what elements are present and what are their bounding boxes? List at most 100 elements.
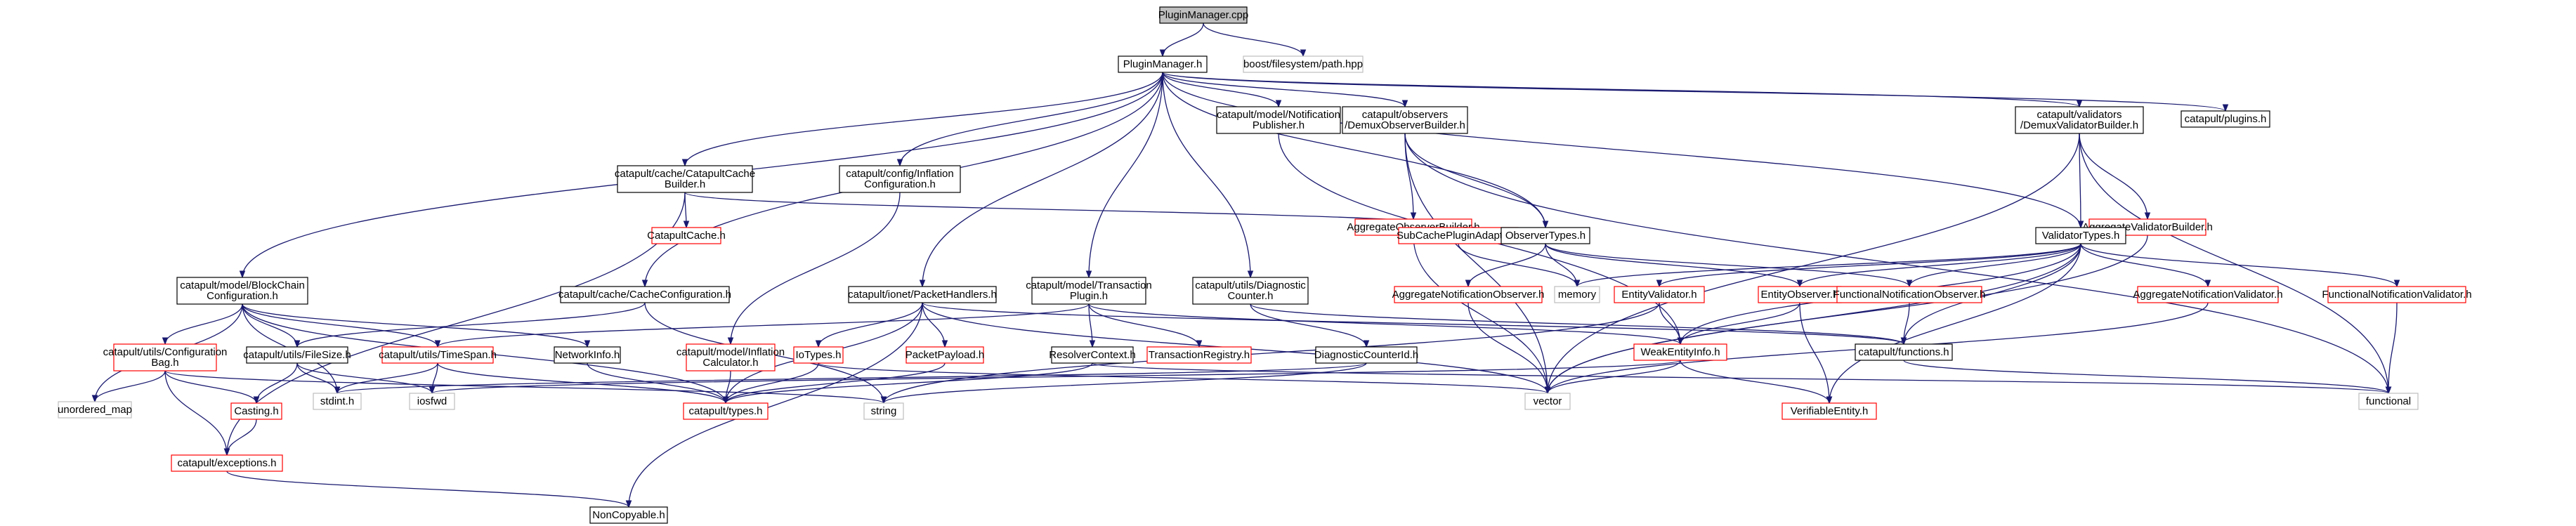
edge-wei-to-ve [1680, 360, 1830, 404]
edge-wei-to-vector-arrowhead [1544, 386, 1551, 395]
edge-vt-to-ev-arrowhead [1656, 280, 1663, 288]
edge-vt-to-memory [1576, 243, 2081, 287]
node-anv[interactable]: AggregateNotificationValidator.h [2133, 286, 2283, 303]
node-wei-box [1633, 343, 1727, 361]
node-cf-label: catapult/functions.h [1858, 346, 1949, 358]
node-ev[interactable]: EntityValidator.h [1614, 286, 1705, 303]
edge-dvb-to-vt-arrowhead [2077, 221, 2084, 229]
node-plugins[interactable]: catapult/plugins.h [2181, 110, 2270, 128]
node-nph-box [1216, 106, 1341, 134]
node-exc[interactable]: catapult/exceptions.h [171, 454, 283, 472]
node-ano[interactable]: AggregateNotificationObserver.h [1392, 286, 1545, 303]
node-rc[interactable]: ResolverContext.h [1049, 346, 1136, 364]
edge-wei-to-vector [1547, 360, 1681, 394]
node-types[interactable]: catapult/types.h [683, 402, 769, 420]
node-tp-label: catapult/model/Transaction [1026, 280, 1152, 291]
node-vector-box [1524, 393, 1571, 410]
node-ph[interactable]: catapult/ionet/PacketHandlers.h [848, 286, 997, 303]
node-casting-box [230, 402, 282, 420]
node-nc[interactable]: NonCopyable.h [589, 506, 668, 524]
node-vt-label: ValidatorTypes.h [2042, 230, 2120, 242]
edge-root-to-boostfs [1203, 22, 1304, 57]
node-fno[interactable]: FunctionalNotificationObserver.h [1833, 286, 1986, 303]
node-uts[interactable]: catapult/utils/TimeSpan.h [379, 346, 497, 364]
node-tp-box [1031, 277, 1146, 305]
edge-ot-to-fno [1545, 243, 1910, 287]
node-tr[interactable]: TransactionRegistry.h [1146, 346, 1252, 364]
node-ccfg-label: catapult/cache/CacheConfiguration.h [558, 289, 731, 301]
node-cf[interactable]: catapult/functions.h [1855, 343, 1953, 361]
edge-pm-to-plugins-arrowhead [2222, 104, 2229, 112]
node-tr-box [1146, 346, 1252, 364]
node-ve-box [1781, 402, 1877, 420]
edge-ev-to-string [883, 302, 1660, 404]
node-ot[interactable]: ObserverTypes.h [1501, 227, 1590, 244]
node-cc[interactable]: CatapultCache.h [647, 227, 726, 244]
edge-bcc-to-ni-arrowhead [584, 340, 591, 348]
edge-pm-to-tp-arrowhead [1085, 270, 1092, 279]
node-exc-label: catapult/exceptions.h [178, 457, 277, 469]
node-iot[interactable]: IoTypes.h [793, 346, 844, 364]
node-scpa[interactable]: SubCachePluginAdapter.h [1397, 227, 1520, 244]
node-wei[interactable]: WeakEntityInfo.h [1633, 343, 1727, 361]
node-ufs[interactable]: catapult/utils/FileSize.h [243, 346, 351, 364]
node-root[interactable]: PluginManager.cpp [1158, 6, 1248, 24]
node-dvb-label: catapult/validators [2037, 109, 2122, 121]
node-ccfg-box [560, 286, 730, 303]
edge-vt-to-anv [2080, 243, 2209, 287]
edge-udc-to-dci [1250, 303, 1367, 348]
edge-bcc-to-ufs [242, 303, 298, 348]
node-vt[interactable]: ValidatorTypes.h [2035, 227, 2126, 244]
node-mic-label: catapult/model/Inflation [676, 346, 785, 358]
node-string-box [863, 402, 904, 420]
edge-pm-to-ccb-arrowhead [681, 159, 688, 167]
edge-vt-to-eo-arrowhead [1796, 280, 1803, 288]
node-ve[interactable]: VerifiableEntity.h [1781, 402, 1877, 420]
node-boostfs: boost/filesystem/path.hpp [1243, 55, 1364, 73]
node-ni[interactable]: NetworkInfo.h [554, 346, 621, 364]
edge-pm-to-plugins [1162, 72, 2226, 112]
node-fnv[interactable]: FunctionalNotificationValidator.h [2322, 286, 2472, 303]
edge-pm-to-vt [1162, 72, 2081, 228]
node-dci[interactable]: DiagnosticCounterId.h [1314, 346, 1418, 364]
node-udc[interactable]: catapult/utils/DiagnosticCounter.h [1192, 277, 1309, 305]
edge-casting-to-exc [226, 419, 257, 456]
node-ccfg[interactable]: catapult/cache/CacheConfiguration.h [558, 286, 731, 303]
node-pp[interactable]: PacketPayload.h [905, 346, 985, 364]
node-root-box [1159, 6, 1248, 24]
edge-exc-to-nc-arrowhead [625, 500, 632, 508]
node-ano-box [1394, 286, 1543, 303]
edge-cf-to-functional [1903, 360, 2389, 394]
edge-bcc-to-ni [242, 303, 588, 348]
edge-ucb-to-umap-arrowhead [91, 395, 98, 403]
node-dob[interactable]: catapult/observers/DemuxObserverBuilder.… [1342, 106, 1468, 134]
edge-ph-to-nc [628, 302, 923, 508]
node-cc-label: CatapultCache.h [647, 230, 726, 242]
edge-pm-to-ph-arrowhead [919, 280, 926, 288]
edge-pm-to-dvb-arrowhead [2076, 100, 2083, 108]
node-iosfwd: iosfwd [409, 393, 455, 410]
edge-dob-to-ot-arrowhead [1542, 221, 1549, 229]
node-pp-box [905, 346, 984, 364]
node-dvb[interactable]: catapult/validators/DemuxValidatorBuilde… [2015, 106, 2144, 134]
node-ot-label: ObserverTypes.h [1505, 230, 1586, 242]
edge-bcc-to-uts [242, 303, 438, 348]
node-functional: functional [2358, 393, 2419, 410]
node-icfg-box [839, 165, 961, 193]
node-string: string [863, 402, 904, 420]
node-casting[interactable]: Casting.h [230, 402, 282, 420]
node-pm[interactable]: PluginManager.h [1118, 55, 1208, 73]
node-eo[interactable]: EntityObserver.h [1758, 286, 1842, 303]
node-scpa-label: SubCachePluginAdapter.h [1397, 230, 1520, 242]
edge-dci-to-stdint-arrowhead [334, 386, 341, 395]
edge-vt-to-ve [1829, 243, 2081, 404]
edge-wei-to-iosfwd [431, 360, 1681, 394]
